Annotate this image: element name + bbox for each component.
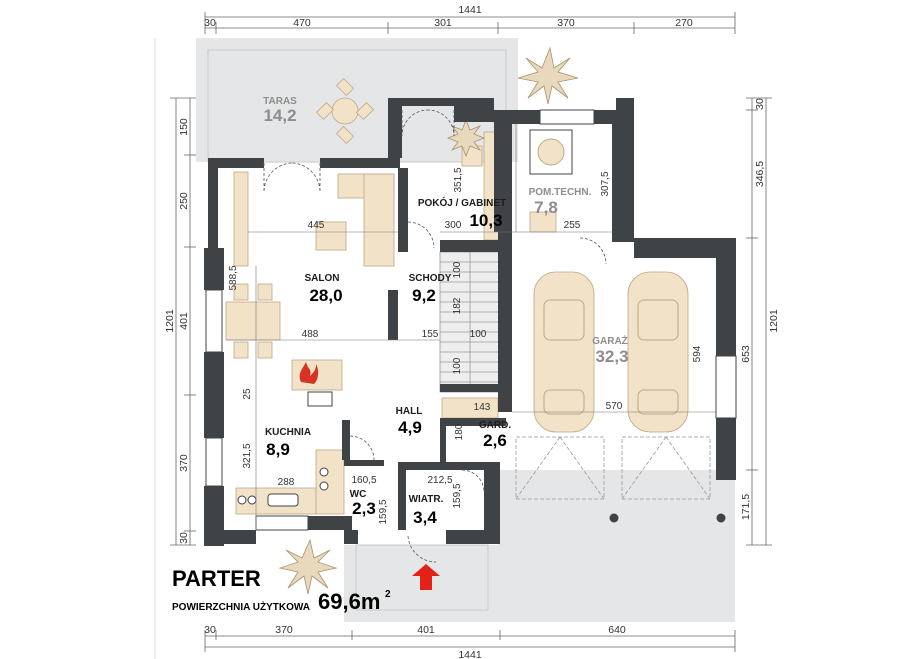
entrance-arrow-icon [412, 564, 440, 590]
inner-dim: 212,5 [427, 475, 452, 486]
room-name: SALON [305, 273, 340, 284]
inner-dim: 100 [452, 261, 463, 278]
interior-lines [226, 124, 716, 530]
dim-right-0: 30 [754, 98, 766, 110]
dim-left-1: 250 [178, 192, 190, 210]
room-name: POKÓJ / GABINET [418, 196, 506, 209]
dim-right-2: 653 [740, 345, 752, 363]
dim-left-2: 401 [178, 312, 190, 330]
room-name: HALL [396, 406, 423, 417]
inner-dim: 160,5 [351, 475, 376, 486]
walls [204, 98, 736, 546]
room-area: 7,8 [534, 198, 558, 217]
dim-left-3: 370 [178, 454, 190, 472]
inner-dim: 307,5 [600, 171, 611, 196]
dim-bottom-total: 1441 [458, 649, 482, 659]
plan-subtitle: POWIERZCHNIA UŻYTKOWA [172, 600, 310, 613]
room-name: GARD. [479, 420, 511, 431]
fireplace-icon [299, 362, 319, 384]
dim-top-0: 30 [204, 17, 216, 29]
room-name: KUCHNIA [265, 427, 311, 438]
inner-dim: 255 [564, 220, 581, 231]
total-area: 69,6m [318, 589, 380, 614]
plant-icon [278, 46, 579, 595]
dim-right-1: 346,5 [754, 161, 766, 187]
inner-dim: 143 [474, 402, 491, 413]
inner-dim: 100 [452, 357, 463, 374]
dim-right-3: 171,5 [740, 494, 752, 520]
inner-dim: 159,5 [378, 499, 389, 524]
inner-dim: 155 [422, 329, 439, 340]
dim-right-total: 1201 [768, 309, 780, 333]
windows [205, 109, 737, 531]
room-area: 14,2 [263, 106, 296, 125]
room-name: WIATR. [409, 494, 444, 505]
inner-dim: 159,5 [452, 483, 463, 508]
inner-dim: 300 [445, 220, 462, 231]
inner-dim: 180 [454, 423, 465, 440]
inner-dim: 351,5 [453, 167, 464, 192]
inner-dim: 445 [308, 220, 325, 231]
room-area: 10,3 [469, 211, 502, 230]
dim-top-2: 301 [434, 17, 452, 29]
dim-bottom-3: 640 [608, 624, 626, 636]
room-area: 4,9 [398, 418, 422, 437]
dim-left-total: 1201 [164, 309, 176, 333]
inner-dim: 570 [606, 401, 623, 412]
boiler-icon [537, 138, 565, 166]
inner-dim: 182 [452, 297, 463, 314]
inner-dim: 588,5 [228, 265, 239, 290]
dim-left-0: 150 [178, 118, 190, 136]
dim-top-4: 270 [675, 17, 693, 29]
room-name: GARAŻ [592, 334, 628, 347]
inner-dim: 321,5 [242, 443, 253, 468]
dim-top-total: 1441 [458, 4, 482, 16]
room-area: 28,0 [309, 286, 342, 305]
room-name: SCHODY [409, 273, 452, 284]
door-swings [263, 109, 607, 563]
room-name: POM.TECHN. [529, 187, 592, 198]
inner-dim: 594 [692, 345, 703, 362]
room-area: 2,3 [352, 499, 376, 518]
room-name: WC [350, 489, 367, 500]
room-labels: TARAS 14,2 POKÓJ / GABINET 10,3 POM.TECH… [263, 96, 628, 527]
dim-top-1: 470 [293, 17, 311, 29]
total-area-unit-exponent: 2 [385, 589, 391, 600]
inner-dimensions: 445 300 351,5 255 307,5 588,5 488 155 10… [228, 167, 703, 524]
room-area: 9,2 [412, 286, 436, 305]
driveway-post [609, 513, 619, 523]
dim-bottom-0: 30 [204, 624, 216, 636]
room-area: 3,4 [413, 508, 437, 527]
dim-bottom-1: 370 [275, 624, 293, 636]
room-name: TARAS [263, 96, 297, 107]
inner-dim: 488 [302, 329, 319, 340]
car-details [543, 299, 679, 415]
inner-dim: 100 [470, 329, 487, 340]
room-area: 2,6 [483, 431, 507, 450]
driveway-post [716, 513, 726, 523]
inner-dim: 25 [242, 388, 253, 400]
staircase [439, 251, 501, 393]
furniture [225, 77, 689, 515]
inner-dim: 288 [278, 477, 295, 488]
dim-top-3: 370 [557, 17, 575, 29]
room-area: 32,3 [595, 347, 628, 366]
garage-door-swings [515, 436, 711, 500]
dim-bottom-2: 401 [417, 624, 435, 636]
room-area: 8,9 [266, 440, 290, 459]
dimension-lines [170, 12, 772, 652]
dim-left-4: 30 [178, 532, 190, 544]
plan-title: PARTER [172, 566, 261, 591]
kitchen-fixtures [237, 391, 333, 507]
